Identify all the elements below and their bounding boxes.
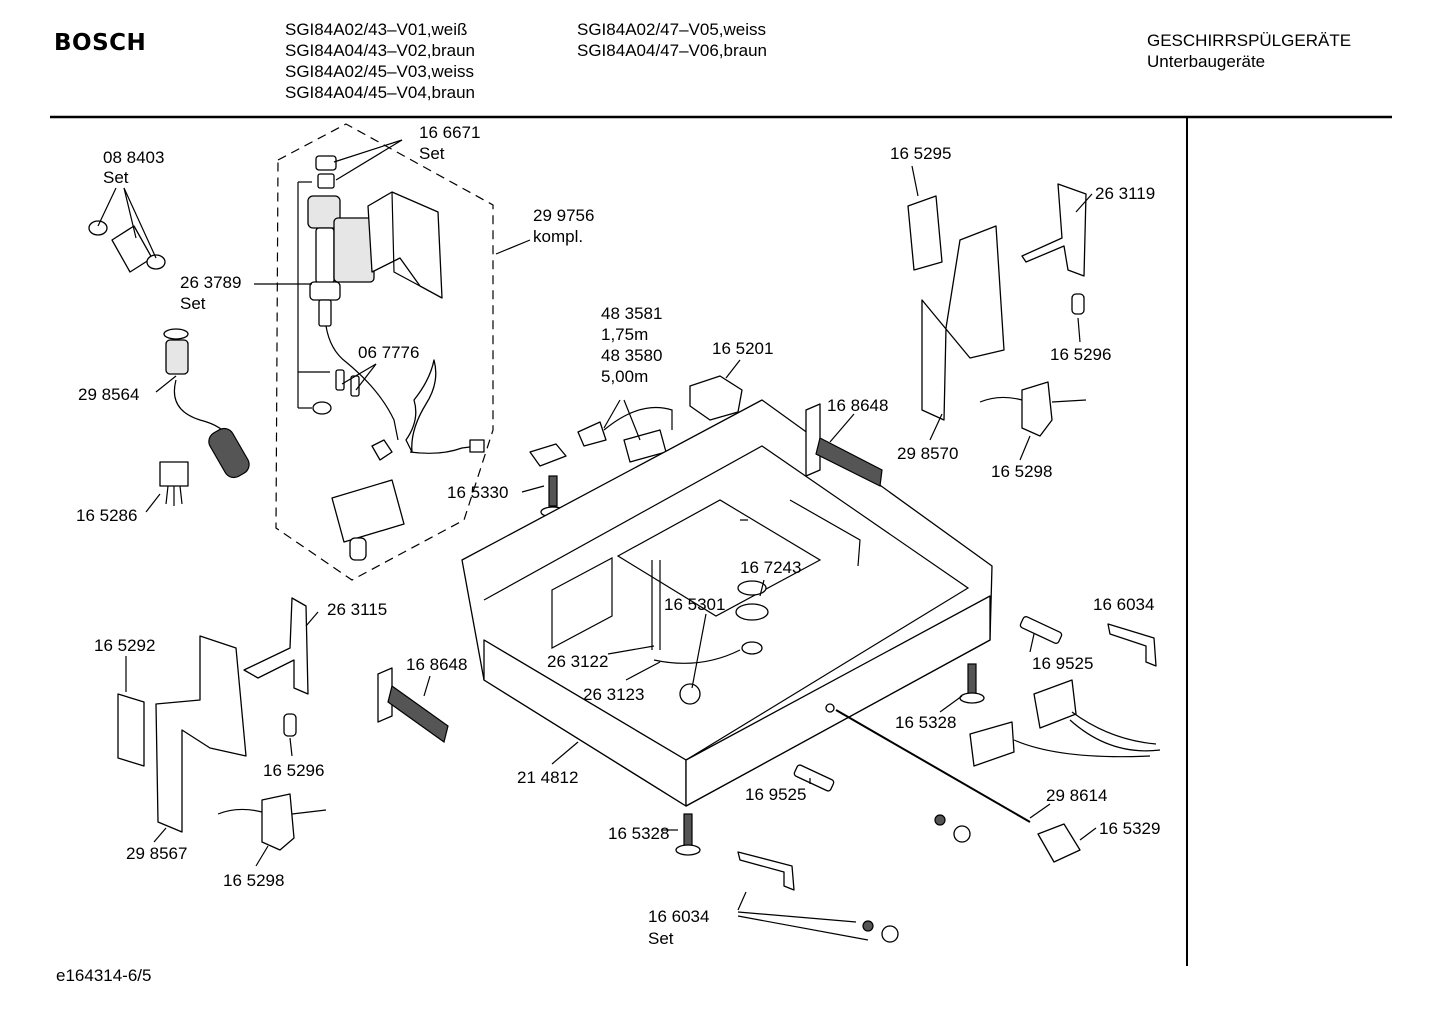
- brand-logo: BOSCH: [54, 30, 147, 56]
- right-hinge-bracket-drawing: [907, 183, 1087, 437]
- category-subtitle: Unterbaugeräte: [1147, 52, 1266, 71]
- part-number-label: 16 5298: [223, 871, 284, 890]
- part-number-label: 26 3115: [327, 600, 387, 619]
- part-number-label: 16 5292: [94, 636, 155, 655]
- base-tub-drawing: [461, 399, 993, 807]
- model-number: SGI84A04/45–V04,braun: [285, 83, 475, 102]
- connector-strip-right-drawing: [1107, 623, 1157, 667]
- part-number-label: 16 5286: [76, 506, 137, 525]
- part-note-label: Set: [103, 168, 129, 187]
- part-note-label: kompl.: [533, 227, 583, 246]
- part-number-label: 29 8564: [78, 385, 139, 404]
- part-number-label: 16 5328: [608, 824, 669, 843]
- part-number-label: 16 6034: [648, 907, 709, 926]
- part-number-label: 16 9525: [745, 785, 806, 804]
- part-number-label: 16 9525: [1032, 654, 1093, 673]
- bolt-bottom-drawing: [793, 764, 835, 792]
- hose-clip-set-drawing: [88, 220, 166, 273]
- screw-and-cap-drawing: [862, 814, 971, 943]
- part-number-label: 26 3119: [1095, 184, 1155, 203]
- part-number-label: 16 6671: [419, 123, 480, 142]
- drawing-id: e164314-6/5: [56, 966, 152, 985]
- model-number: SGI84A02/43–V01,weiß: [285, 20, 468, 39]
- part-number-label: 16 5295: [890, 144, 951, 163]
- hose-holder-clip-drawing: [159, 461, 189, 506]
- part-number-label: 08 8403: [103, 148, 164, 167]
- part-labels: 08 8403 Set 16 6671 Set 29 9756 kompl. 2…: [76, 123, 1160, 948]
- part-note-label: 5,00m: [601, 367, 648, 386]
- power-cable-drawing: [577, 406, 673, 463]
- part-number-label: 29 8570: [897, 444, 958, 463]
- part-number-label: 16 5298: [991, 462, 1052, 481]
- assembly-outline-dashed: [275, 123, 494, 581]
- connector-strip-bottom-drawing: [737, 851, 795, 891]
- part-number-label: 48 3580: [601, 346, 662, 365]
- model-number: SGI84A02/45–V03,weiss: [285, 62, 475, 81]
- foot-right-drawing: [959, 663, 985, 704]
- rod-drawing: [835, 709, 1031, 823]
- hinge-spring-left-drawing: [377, 667, 449, 744]
- connector-small-drawing: [529, 443, 567, 467]
- part-number-label: 48 3581: [601, 304, 662, 323]
- part-number-label: 29 8567: [126, 844, 187, 863]
- model-number: SGI84A02/47–V05,weiss: [577, 20, 767, 39]
- part-number-label: 29 9756: [533, 206, 594, 225]
- part-number-label: 16 5201: [712, 339, 773, 358]
- left-hinge-bracket-drawing: [117, 597, 327, 851]
- category-title: GESCHIRRSPÜLGERÄTE: [1147, 31, 1352, 50]
- model-list-column-2: SGI84A02/47–V05,weiss SGI84A04/47–V06,br…: [577, 19, 767, 61]
- model-number: SGI84A04/47–V06,braun: [577, 41, 767, 60]
- hinge-spring-right-drawing: [805, 403, 883, 487]
- part-note-label: Set: [419, 144, 445, 163]
- model-list-column-1: SGI84A02/43–V01,weiß SGI84A04/43–V02,bra…: [285, 19, 475, 103]
- part-number-label: 29 8614: [1046, 786, 1107, 805]
- part-number-label: 16 6034: [1093, 595, 1154, 614]
- product-category: GESCHIRRSPÜLGERÄTE Unterbaugeräte: [1147, 30, 1351, 72]
- part-number-label: 26 3122: [547, 652, 608, 671]
- part-number-label: 21 4812: [517, 768, 578, 787]
- water-inlet-valve-drawing: [307, 155, 485, 561]
- wiring-harness-drawing: [969, 679, 1161, 767]
- part-number-label: 16 5296: [1050, 345, 1111, 364]
- part-number-label: 16 8648: [406, 655, 467, 674]
- cap-drawing: [1037, 823, 1081, 863]
- model-number: SGI84A04/43–V02,braun: [285, 41, 475, 60]
- part-number-label: 26 3123: [583, 685, 644, 704]
- part-number-label: 16 5301: [664, 595, 725, 614]
- part-note-label: 1,75m: [601, 325, 648, 344]
- foot-bottom-drawing: [675, 813, 701, 856]
- part-number-label: 16 5328: [895, 713, 956, 732]
- part-note-label: Set: [648, 929, 674, 948]
- leader-lines: [97, 139, 1097, 941]
- part-number-label: 16 7243: [740, 558, 801, 577]
- part-number-label: 16 8648: [827, 396, 888, 415]
- part-number-label: 16 5330: [447, 483, 508, 502]
- part-number-label: 16 5329: [1099, 819, 1160, 838]
- part-number-label: 06 7776: [358, 343, 419, 362]
- part-number-label: 26 3789: [180, 273, 241, 292]
- part-note-label: Set: [180, 294, 206, 313]
- corrugated-hose-drawing: [163, 328, 250, 479]
- terminal-block-drawing: [689, 375, 743, 421]
- part-number-label: 16 5296: [263, 761, 324, 780]
- bolt-right-drawing: [1019, 616, 1063, 644]
